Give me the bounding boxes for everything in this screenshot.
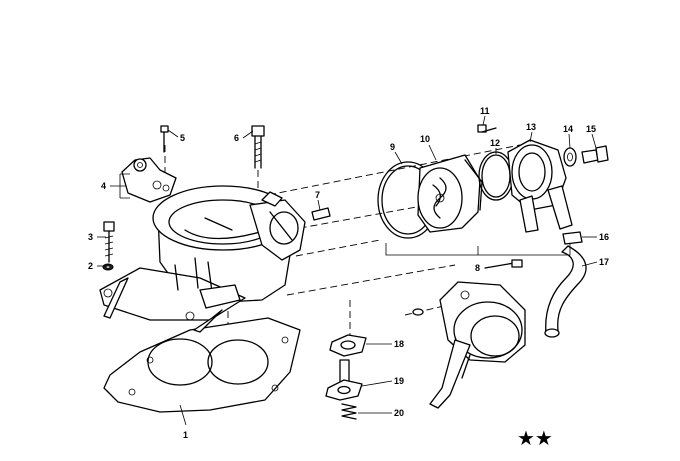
part-long-bolt [251, 125, 265, 169]
carburettor-body [99, 185, 306, 333]
part-bracket [121, 125, 177, 203]
part-needle-valve [325, 359, 363, 401]
callout-19: 19 [394, 376, 404, 386]
callout-9: 9 [390, 142, 395, 152]
footer-stars: ★★ [517, 426, 553, 450]
callout-4: 4 [101, 181, 106, 191]
callout-5: 5 [180, 133, 185, 143]
part-hose [544, 231, 587, 338]
callout-2: 2 [88, 261, 93, 271]
part-water-housing [507, 139, 573, 233]
part-base-gasket [103, 317, 301, 413]
part-screw-left [102, 221, 115, 271]
callout-7: 7 [315, 190, 320, 200]
part-choke-cover [417, 154, 483, 233]
callout-8: 8 [475, 263, 480, 273]
callout-12: 12 [490, 138, 500, 148]
part-vacuum-unit [412, 259, 526, 409]
callout-18: 18 [394, 339, 404, 349]
callout-11: 11 [480, 106, 490, 116]
callout-20: 20 [394, 408, 404, 418]
callout-15: 15 [586, 124, 596, 134]
part-washer-bolt [563, 145, 609, 167]
leader-lines [97, 115, 598, 426]
callout-6: 6 [234, 133, 239, 143]
callout-1: 1 [183, 430, 188, 440]
callout-labels: 1 2 3 4 5 6 7 8 9 10 11 12 13 14 15 16 1… [88, 106, 609, 440]
part-spring [341, 403, 357, 420]
part-o-ring [478, 151, 514, 201]
callout-13: 13 [526, 122, 536, 132]
callout-16: 16 [599, 232, 609, 242]
part-clip [311, 207, 331, 221]
callout-10: 10 [420, 134, 430, 144]
part-small-gasket [329, 334, 367, 357]
callout-14: 14 [563, 124, 573, 134]
callout-3: 3 [88, 232, 93, 242]
part-small-screw [477, 124, 497, 133]
callout-17: 17 [599, 257, 609, 267]
